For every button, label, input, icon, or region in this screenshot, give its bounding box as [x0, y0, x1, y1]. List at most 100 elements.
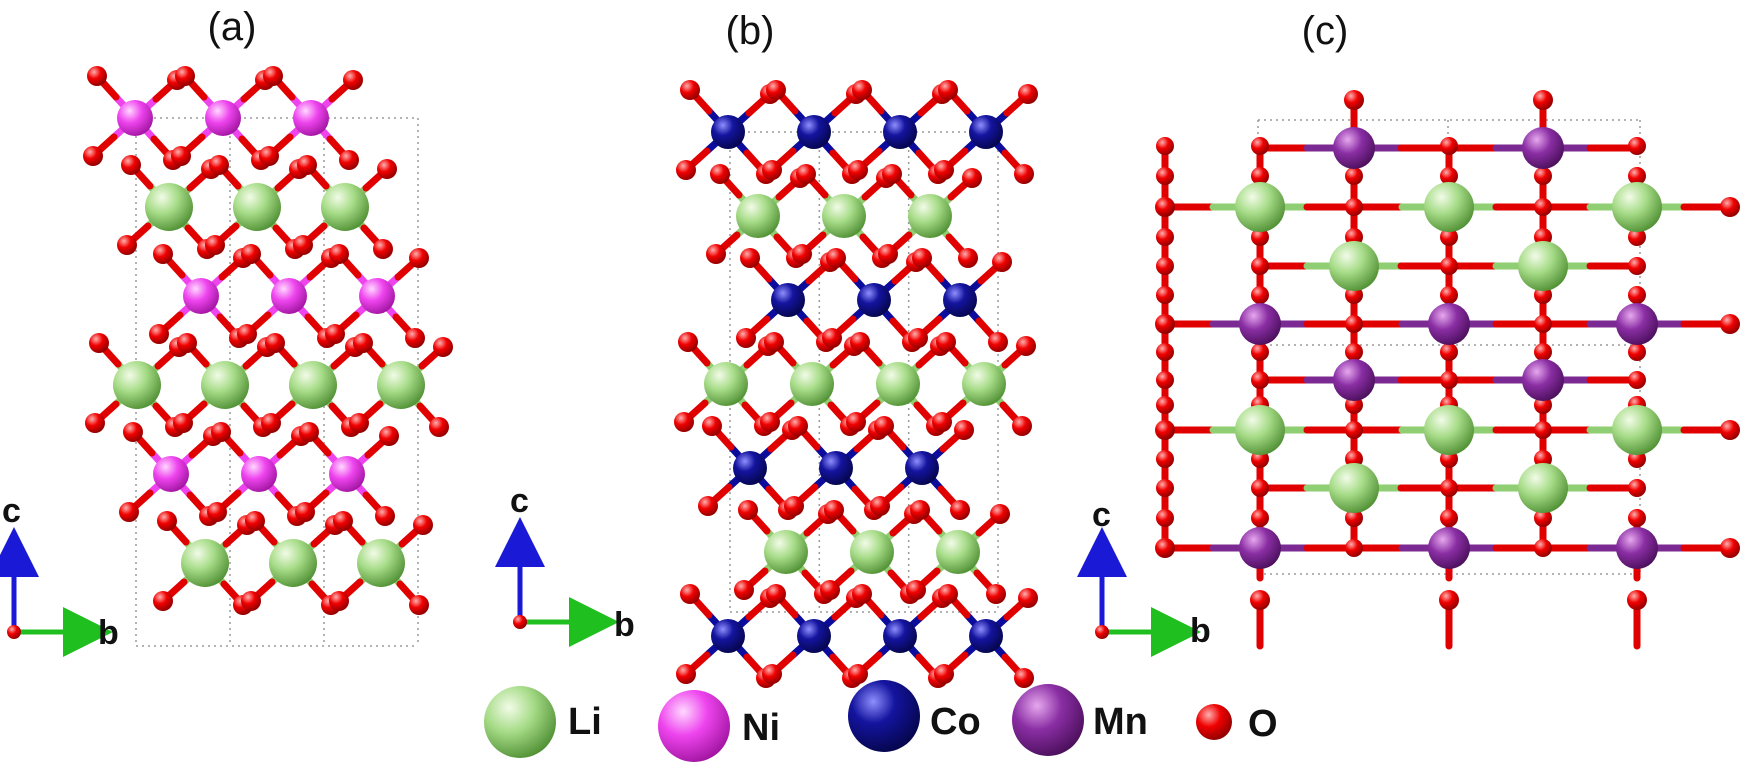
atom-mn — [1616, 303, 1658, 345]
legend-ni-swatch — [658, 690, 730, 762]
atom-o — [738, 500, 758, 520]
atom-o — [329, 591, 349, 611]
atom-li — [908, 194, 952, 238]
atom-o — [906, 580, 926, 600]
atom-o — [1720, 420, 1740, 440]
atom-o — [379, 426, 399, 446]
atom-o — [205, 235, 225, 255]
atom-o — [117, 235, 137, 255]
atom-mn — [1239, 527, 1281, 569]
atom-o — [674, 412, 694, 432]
atom-li — [145, 183, 193, 231]
atom-o — [988, 332, 1008, 352]
atom-o — [263, 66, 283, 86]
atom-o — [175, 66, 195, 86]
atom-o — [912, 248, 932, 268]
atom-ni — [183, 278, 219, 314]
atom-o — [1156, 286, 1174, 304]
atom-o — [1251, 509, 1269, 527]
atom-o — [1628, 371, 1646, 389]
atom-o — [736, 328, 756, 348]
atom-li — [1329, 463, 1379, 513]
atom-o — [1156, 479, 1174, 497]
legend-mn-label: Mn — [1093, 701, 1148, 743]
atom-o — [908, 328, 928, 348]
atom-o — [157, 511, 177, 531]
atom-o — [852, 80, 872, 100]
atom-co — [797, 115, 831, 149]
legend-o-label: O — [1248, 703, 1278, 745]
atom-o — [848, 160, 868, 180]
legend-mn-swatch — [1012, 684, 1084, 756]
atom-ni — [153, 456, 189, 492]
atom-co — [969, 619, 1003, 653]
atom-o — [1345, 539, 1363, 557]
atom-o — [1251, 479, 1269, 497]
atom-o — [1251, 371, 1269, 389]
atom-li — [764, 530, 808, 574]
atom-ni — [117, 100, 153, 136]
legend-li-swatch — [484, 686, 556, 758]
atom-o — [237, 324, 257, 344]
axis-indicator-a: c b — [0, 492, 119, 657]
atom-mn — [1522, 127, 1564, 169]
atom-li — [233, 183, 281, 231]
atom-o — [1014, 668, 1034, 688]
atom-li — [289, 361, 337, 409]
atom-o — [377, 159, 397, 179]
atom-o — [87, 66, 107, 86]
axis-b-label: b — [98, 614, 119, 652]
atom-o — [1533, 90, 1553, 110]
atom-o — [1018, 84, 1038, 104]
atom-o — [373, 239, 393, 259]
atom-o — [766, 80, 786, 100]
atom-o — [1345, 421, 1363, 439]
atom-o — [824, 500, 844, 520]
atom-o — [295, 502, 315, 522]
atom-o — [1628, 479, 1646, 497]
atom-o — [153, 591, 173, 611]
atom-o — [820, 580, 840, 600]
atom-o — [822, 328, 842, 348]
atom-co — [771, 283, 805, 317]
atom-o — [211, 422, 231, 442]
atom-o — [297, 155, 317, 175]
atom-o — [882, 164, 902, 184]
atom-o — [429, 417, 449, 437]
atom-mn — [1428, 303, 1470, 345]
atom-o — [932, 412, 952, 432]
atom-co — [819, 451, 853, 485]
atom-co — [905, 451, 939, 485]
atom-o — [938, 80, 958, 100]
atom-o — [852, 584, 872, 604]
origin-icon — [513, 615, 527, 629]
atom-ni — [359, 278, 395, 314]
atom-o — [1440, 167, 1458, 185]
atom-o — [1344, 90, 1364, 110]
atom-o — [796, 164, 816, 184]
atom-o — [1018, 588, 1038, 608]
atom-o — [1534, 539, 1552, 557]
atom-li — [1424, 182, 1474, 232]
atom-o — [1156, 167, 1174, 185]
atom-o — [676, 664, 696, 684]
atom-o — [1251, 257, 1269, 275]
legend-co-label: Co — [930, 701, 981, 743]
atom-co — [797, 619, 831, 653]
atom-o — [245, 511, 265, 531]
atom-o — [1440, 343, 1458, 361]
atom-li — [704, 362, 748, 406]
atom-o — [680, 80, 700, 100]
atom-ni — [241, 456, 277, 492]
atom-o — [1440, 257, 1458, 275]
atom-o — [764, 332, 784, 352]
atom-o — [1156, 228, 1174, 246]
origin-icon — [1095, 625, 1109, 639]
legend: Li Ni Co Mn O — [484, 680, 1278, 762]
atom-ni — [329, 456, 365, 492]
atom-o — [241, 244, 261, 264]
atom-o — [850, 332, 870, 352]
atom-mn — [1616, 527, 1658, 569]
atom-o — [173, 413, 193, 433]
atom-o — [1534, 167, 1552, 185]
